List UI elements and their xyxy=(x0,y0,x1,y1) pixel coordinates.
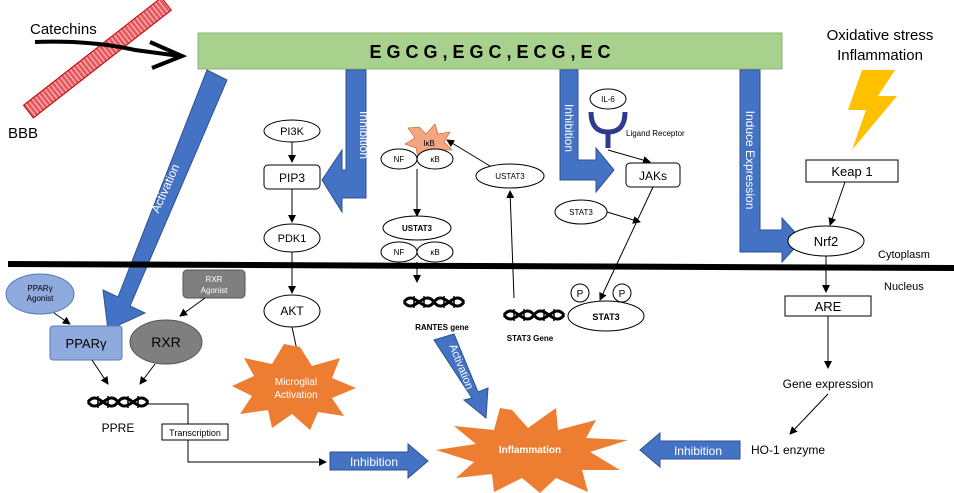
rxr-agonist-to-rxr xyxy=(179,297,206,317)
stat3-to-jak-path xyxy=(606,211,641,224)
ho1-label: HO-1 enzyme xyxy=(751,443,825,457)
rxr-label: RXR xyxy=(151,334,181,350)
ppar-agonist-node xyxy=(5,273,75,315)
pip3-label: PIP3 xyxy=(279,171,305,185)
rantes-gene-label: RANTES gene xyxy=(415,323,469,332)
keap1-label: Keap 1 xyxy=(831,164,872,179)
stat3-nucleus-node xyxy=(567,300,645,332)
receptor-to-jaks xyxy=(607,149,651,164)
phosphate-2 xyxy=(612,283,632,303)
pdk1-label: PDK1 xyxy=(278,233,307,245)
inhibition-bottom-right-label: Inhibition xyxy=(674,444,722,458)
ustat3-right-label: USTAT3 xyxy=(495,172,525,181)
nf-label-1: NF xyxy=(394,155,405,164)
jaks-label: JAKs xyxy=(639,169,667,183)
inflammation-burst xyxy=(436,408,628,493)
are-label: ARE xyxy=(815,299,842,314)
catechins-arrowhead xyxy=(149,40,188,70)
oxidative-stress-label: Oxidative stress xyxy=(827,27,934,44)
cytoplasm-label: Cytoplasm xyxy=(878,249,930,261)
il6-label: IL-6 xyxy=(601,95,615,104)
catechin-banner-text: E G C G , E G C , E C G , E C xyxy=(369,42,610,62)
gene-expression-to-ho1 xyxy=(789,393,829,435)
rxr-to-ppre xyxy=(139,363,156,385)
ppar-node xyxy=(49,325,123,361)
ustat3-node xyxy=(382,215,452,241)
stat3gene-to-ustat3 xyxy=(506,190,515,299)
rantes-dna-icon xyxy=(402,296,466,308)
inhibition-pi3k-label: Inhibition xyxy=(357,111,371,159)
inhibition-bottom-left-label: Inhibition xyxy=(350,455,398,469)
transcription-label: Transcription xyxy=(169,428,221,438)
ppre-dna-icon xyxy=(86,396,150,408)
nuclear-membrane xyxy=(7,261,954,271)
induce-expression-arrow: Induce Expression xyxy=(739,69,803,264)
inflammation-top-label: Inflammation xyxy=(837,47,923,64)
induce-expression-label: Induce Expression xyxy=(743,111,757,210)
transcription-box xyxy=(161,423,229,441)
pi3k-label: PI3K xyxy=(280,126,305,138)
inhibition-jak-label: Inhibition xyxy=(562,104,576,152)
rxr-node xyxy=(129,319,203,365)
keap1-node xyxy=(805,159,899,183)
ppar-to-ppre xyxy=(91,359,109,385)
catechin-banner xyxy=(197,32,783,70)
catechins-label: Catechins xyxy=(30,21,97,38)
phosphate-2-label: P xyxy=(619,289,626,300)
gene-expression-label: Gene expression xyxy=(783,377,874,391)
kb-label-2: κB xyxy=(430,248,439,257)
inhibition-arrow-bottom-left: Inhibition xyxy=(329,442,429,480)
ikb-label: IκB xyxy=(423,139,435,148)
phosphate-1 xyxy=(570,283,590,303)
ppar-label: PPARγ xyxy=(66,336,107,351)
il6-node xyxy=(589,88,627,110)
nf-label-2: NF xyxy=(394,248,405,257)
phosphate-1-label: P xyxy=(577,289,584,300)
kb-label-1: κB xyxy=(430,155,439,164)
rxr-agonist-label-1: RXR xyxy=(206,275,223,284)
stat3-dna-icon xyxy=(502,309,566,321)
ligand-receptor-label: Ligand Receptor xyxy=(626,129,685,138)
stat3-left-label: STAT3 xyxy=(569,208,593,217)
ustat3-to-ikb xyxy=(446,139,491,167)
ppar-agonist-to-ppar xyxy=(53,312,71,325)
nrf2-label: Nrf2 xyxy=(814,234,839,249)
ustat3-label: USTAT3 xyxy=(402,224,432,233)
keap1-to-nrf2 xyxy=(828,181,846,226)
lightning-icon xyxy=(848,70,897,150)
ligand-receptor-icon xyxy=(588,111,628,135)
rxr-agonist-node xyxy=(182,269,246,299)
inhibition-arrow-pi3k: Inhibition xyxy=(321,69,371,214)
stat3-gene-label: STAT3 Gene xyxy=(507,334,554,343)
inhibition-arrow-bottom-right: Inhibition xyxy=(639,431,741,469)
microglial-label-line1: Microglial xyxy=(275,377,317,388)
ppar-agonist-label-2: Agonist xyxy=(27,294,54,303)
jaks-to-stat3p xyxy=(599,186,654,301)
inflammation-center-label: Inflammation xyxy=(499,445,561,456)
activation-arrow-mid: Activation xyxy=(433,333,489,420)
ppar-agonist-label-1: PPARγ xyxy=(27,284,52,293)
ppre-label: PPRE xyxy=(102,421,135,435)
inhibition-arrow-jak: Inhibition xyxy=(559,69,615,194)
microglial-activation-burst xyxy=(232,344,356,430)
nucleus-label: Nucleus xyxy=(884,281,924,293)
activation-mid-label: Activation xyxy=(446,343,475,392)
akt-label: AKT xyxy=(280,304,304,318)
rxr-agonist-label-2: Agonist xyxy=(201,286,228,295)
kb-node-2 xyxy=(416,241,454,263)
catechins-arrow xyxy=(34,39,181,58)
stat3-nucleus-label: STAT3 xyxy=(592,312,619,322)
microglial-label-line2: Activation xyxy=(274,390,317,401)
bbb-label: BBB xyxy=(8,125,38,142)
bbb-barrier xyxy=(22,0,172,119)
ustat3-right-node xyxy=(475,163,545,189)
kb-node-1 xyxy=(416,148,454,170)
